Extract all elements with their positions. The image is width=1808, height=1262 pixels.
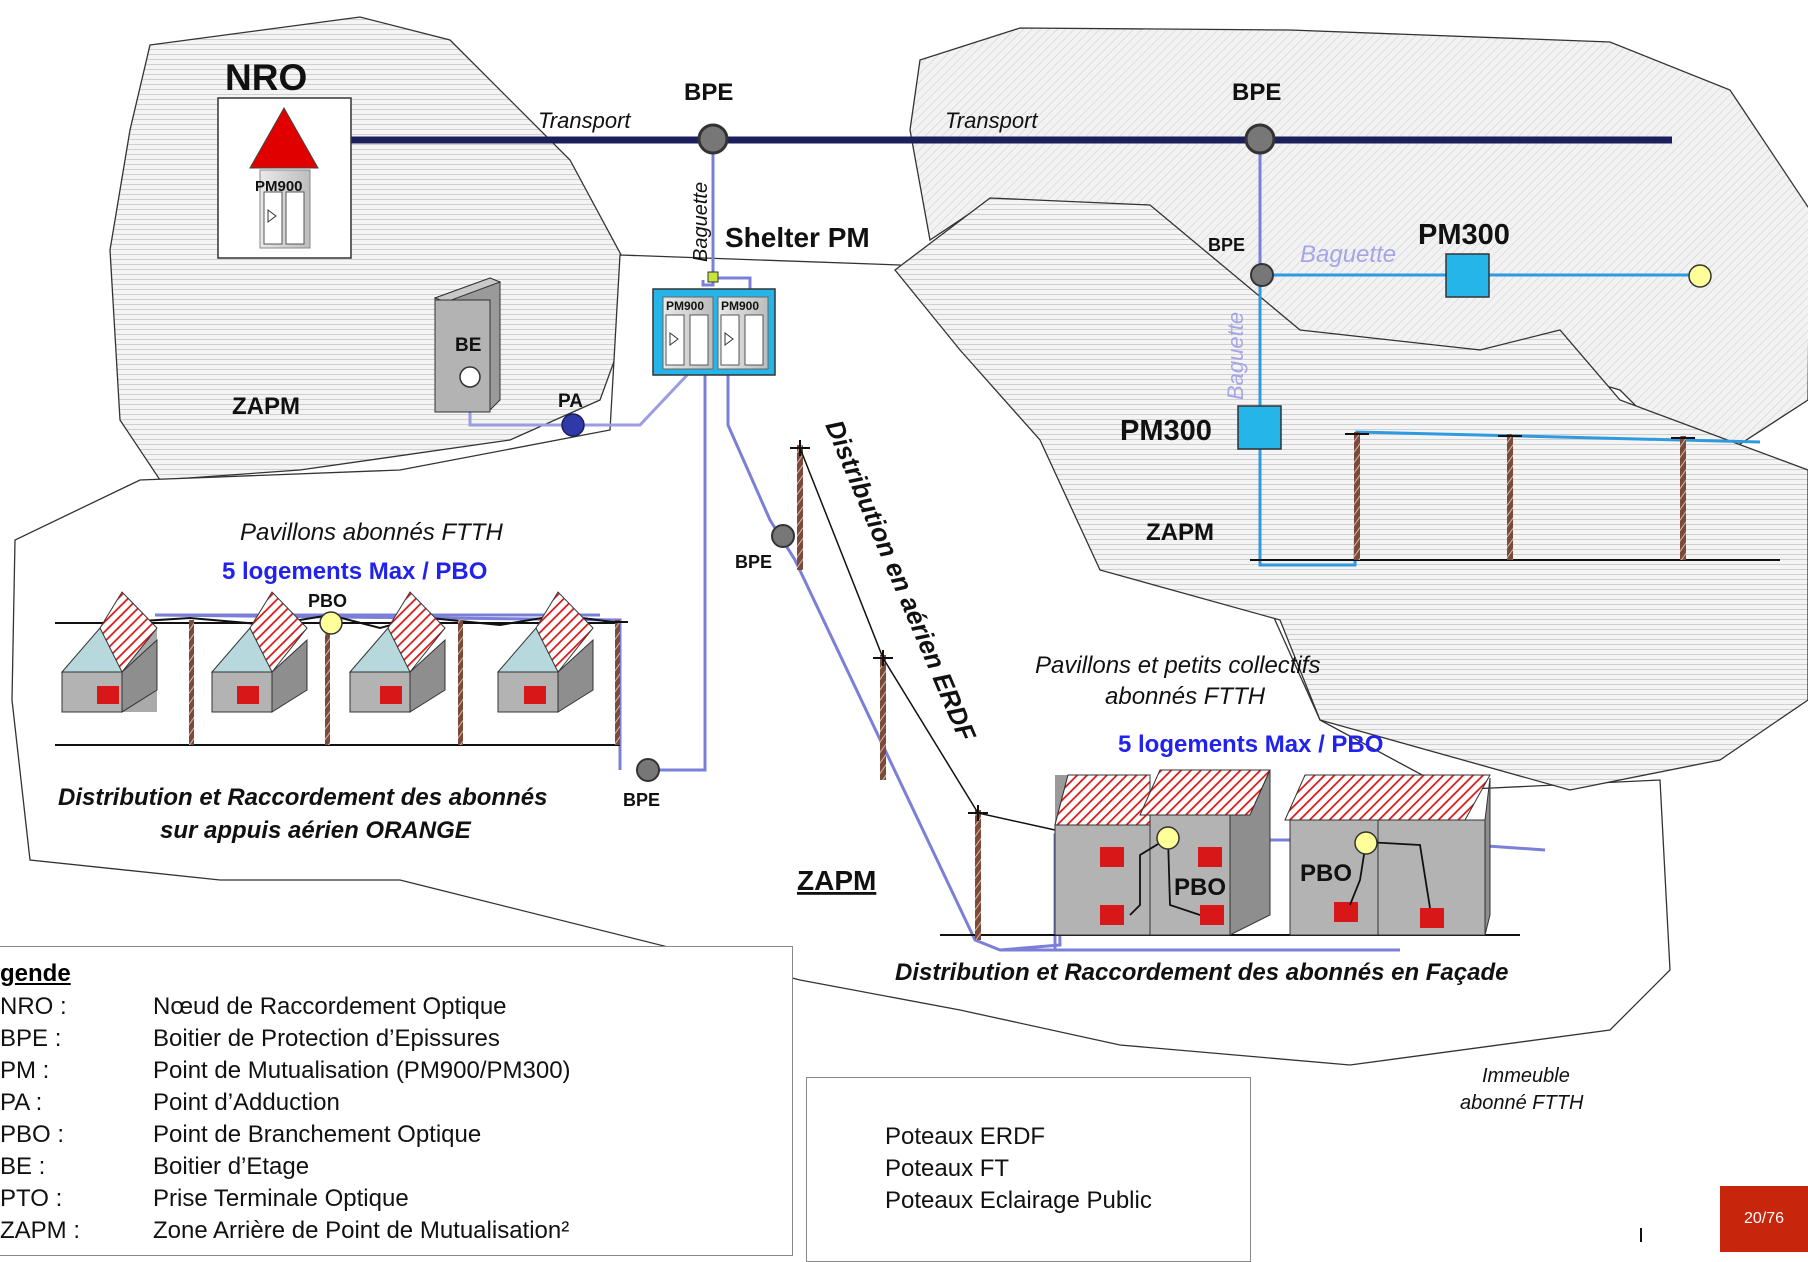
label-pavillons-right-2: abonnés FTTH bbox=[1105, 683, 1266, 710]
label-zapm-3: ZAPM bbox=[797, 865, 876, 896]
legend-desc: Point de Mutualisation (PM900/PM300) bbox=[153, 1057, 571, 1084]
label-pm900-b: PM900 bbox=[721, 299, 759, 313]
label-bpe-mid: BPE bbox=[735, 552, 772, 572]
legend-abbr: PTO : bbox=[0, 1185, 63, 1212]
legend-panel bbox=[0, 946, 793, 1256]
label-bpe-2: BPE bbox=[1232, 79, 1281, 106]
legend-desc: Prise Terminale Optique bbox=[153, 1185, 409, 1212]
bpe-node-2 bbox=[1244, 123, 1276, 155]
pm300-end-node bbox=[1688, 264, 1712, 288]
label-pm300-top: PM300 bbox=[1418, 219, 1510, 251]
label-nro: NRO bbox=[225, 57, 307, 98]
label-shelter-pm: Shelter PM bbox=[725, 222, 870, 253]
page-number-badge: 20/76 bbox=[1720, 1186, 1808, 1252]
label-pbo-right-2: PBO bbox=[1300, 860, 1352, 887]
nro-triangle bbox=[249, 106, 319, 169]
legend-desc: Boitier de Protection d’Epissures bbox=[153, 1025, 500, 1052]
legend-abbr: ZAPM : bbox=[0, 1217, 81, 1244]
shelter-connector bbox=[707, 271, 719, 283]
label-bpe-bottom: BPE bbox=[623, 790, 660, 810]
legend-abbr: PM : bbox=[0, 1057, 50, 1084]
poles-legend-eclairage: Poteaux Eclairage Public bbox=[885, 1187, 1152, 1214]
pbo-left-node bbox=[319, 611, 343, 635]
bpe-node-1 bbox=[697, 123, 729, 155]
label-raccord-orange-2: sur appuis aérien ORANGE bbox=[160, 817, 472, 844]
be-cabinet bbox=[434, 299, 491, 413]
legend-desc: Boitier d’Etage bbox=[153, 1153, 310, 1180]
poles-aerien bbox=[790, 440, 1056, 940]
legend-desc: Nœud de Raccordement Optique bbox=[153, 993, 507, 1020]
label-baguette-1: Baguette bbox=[690, 182, 712, 262]
zone-pm300-bottom bbox=[894, 197, 1808, 791]
label-logements-right: 5 logements Max / PBO bbox=[1118, 731, 1383, 758]
legend-title: gende bbox=[0, 960, 71, 987]
be-port bbox=[459, 366, 481, 388]
poles-legend-ft: Poteaux FT bbox=[885, 1155, 1010, 1182]
legend-desc: Point d’Adduction bbox=[153, 1089, 340, 1116]
label-baguette-2: Baguette bbox=[1223, 312, 1248, 400]
bpe-node-5 bbox=[636, 758, 660, 782]
legend-abbr: BE : bbox=[0, 1153, 46, 1180]
label-zapm-2: ZAPM bbox=[1146, 519, 1214, 546]
poles-right-top bbox=[1345, 432, 1695, 560]
label-bpe-small: BPE bbox=[1208, 235, 1245, 255]
label-transport-1: Transport bbox=[538, 108, 631, 133]
label-pm900-nro: PM900 bbox=[255, 178, 303, 195]
legend-abbr: PBO : bbox=[0, 1121, 65, 1148]
pm300-box-top bbox=[1445, 253, 1490, 298]
label-raccord-orange-1: Distribution et Raccordement des abonnés bbox=[58, 784, 547, 811]
label-pa: PA bbox=[558, 391, 583, 412]
label-be: BE bbox=[455, 335, 481, 356]
baguette-to-shelter bbox=[701, 140, 715, 287]
link-shelter-to-bpe-bottom bbox=[650, 372, 707, 772]
legend-desc: Zone Arrière de Point de Mutualisation² bbox=[153, 1217, 570, 1244]
pbo-right-node-1 bbox=[1156, 826, 1180, 850]
legend-abbr: PA : bbox=[0, 1089, 43, 1116]
poles-legend-panel bbox=[806, 1077, 1251, 1262]
label-logements-left: 5 logements Max / PBO bbox=[222, 558, 487, 585]
bpe-node-3 bbox=[1250, 263, 1274, 287]
label-transport-2: Transport bbox=[945, 108, 1038, 133]
houses-left bbox=[60, 591, 628, 745]
pa-node bbox=[561, 413, 585, 437]
footer-tick bbox=[1640, 1228, 1642, 1242]
label-immeuble-1: Immeuble bbox=[1482, 1065, 1570, 1087]
label-bpe-1: BPE bbox=[684, 79, 733, 106]
label-pm900-a: PM900 bbox=[666, 299, 704, 313]
bpe-node-4 bbox=[771, 524, 795, 548]
poles-legend-erdf: Poteaux ERDF bbox=[885, 1123, 1046, 1150]
label-baguette-horizontal: Baguette bbox=[1300, 241, 1396, 268]
legend-desc: Point de Branchement Optique bbox=[153, 1121, 482, 1148]
buildings-right bbox=[1054, 769, 1491, 936]
pm300-box-mid bbox=[1237, 405, 1282, 450]
label-pm300-mid: PM300 bbox=[1120, 415, 1212, 447]
label-pavillons-left: Pavillons abonnés FTTH bbox=[240, 519, 503, 546]
label-immeuble-2: abonné FTTH bbox=[1460, 1092, 1584, 1114]
label-pavillons-right-1: Pavillons et petits collectifs bbox=[1035, 652, 1320, 679]
label-pbo-right-1: PBO bbox=[1174, 874, 1226, 901]
legend-abbr: NRO : bbox=[0, 993, 67, 1020]
legend-abbr: BPE : bbox=[0, 1025, 62, 1052]
pbo-right-node-2 bbox=[1354, 831, 1378, 855]
label-zapm-1: ZAPM bbox=[232, 393, 300, 420]
label-raccord-facade: Distribution et Raccordement des abonnés… bbox=[895, 959, 1508, 986]
label-pbo-left: PBO bbox=[308, 591, 347, 611]
